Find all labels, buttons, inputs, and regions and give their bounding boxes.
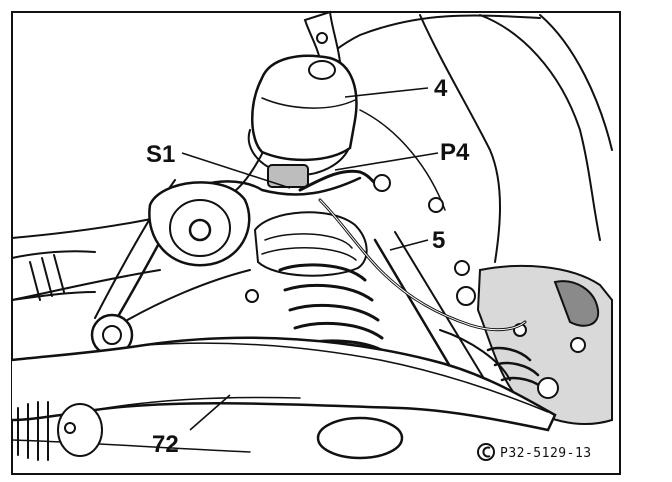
leader-5 bbox=[389, 239, 429, 251]
leader-S1 bbox=[181, 152, 291, 189]
leader-P4 bbox=[334, 152, 439, 171]
bolt-b bbox=[454, 260, 470, 276]
stabilizer-link bbox=[11, 250, 96, 301]
copyright-c-icon bbox=[477, 443, 495, 461]
figure-code: P32-5129-13 bbox=[500, 446, 592, 461]
bolt-c bbox=[456, 286, 476, 306]
callout-72: 72 bbox=[152, 431, 179, 458]
leader-4 bbox=[344, 87, 429, 98]
left-bearing bbox=[17, 401, 103, 461]
sensor-connector bbox=[373, 174, 391, 192]
upper-control-arm bbox=[90, 176, 362, 357]
callout-S1: S1 bbox=[146, 141, 175, 168]
arm-bushing-bolt bbox=[188, 218, 212, 242]
callout-P4: P4 bbox=[440, 139, 470, 166]
lower-control-arm bbox=[11, 336, 557, 460]
knuckle-bolt bbox=[570, 337, 586, 353]
shock-absorber bbox=[253, 211, 511, 406]
callout-5: 5 bbox=[432, 227, 445, 254]
ball-joint bbox=[553, 280, 600, 327]
callout-4: 4 bbox=[434, 75, 448, 102]
drive-shaft-boot bbox=[486, 346, 559, 399]
upper-mount-bolt bbox=[316, 32, 328, 44]
leader-72 bbox=[189, 394, 231, 431]
bolt-a bbox=[428, 197, 444, 213]
bolt-d bbox=[245, 289, 259, 303]
air-spring bbox=[247, 10, 358, 188]
